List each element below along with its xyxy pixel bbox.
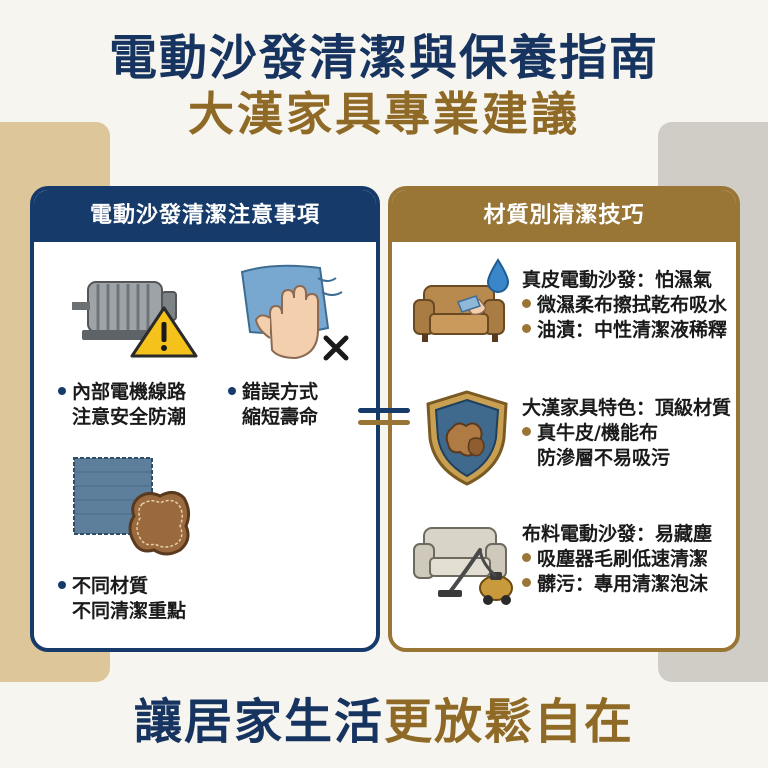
bullet-icon [58,386,66,395]
bullet-icon [522,553,531,562]
hand-cloth-x-icon [240,264,349,361]
bullet-icon [522,427,531,436]
bullet-icon [522,578,531,587]
bullet-icon [58,580,66,589]
bullet-icon [228,386,236,395]
leather-sofa-water-drop-icon [413,258,510,342]
brand-feature-tips: 大漢家具特色：頂級材質 真牛皮/機能布 防滲層不易吸污 [522,397,732,469]
tip-motor: 內部電機線路 注意安全防潮 [58,380,186,430]
main-title: 電動沙發清潔與保養指南 [108,30,659,86]
bullet-icon [522,324,531,333]
panel-header: 電動沙發清潔注意事項 [34,190,376,242]
tip-materials: 不同材質 不同清潔重點 [58,574,186,624]
bullet-icon [522,299,531,308]
cleaning-precautions-panel: 電動沙發清潔注意事項 內部電機線路 注意安全防潮 錯誤方式 縮短壽命 [30,186,380,652]
footer-slogan-part1: 讓居家生活 [133,694,384,750]
equals-connector-icon [358,404,410,430]
motor-warning-icon [72,281,198,358]
tip-wrong-method: 錯誤方式 縮短壽命 [228,380,318,430]
fabric-sofa-vacuum-icon [413,527,513,605]
section-title: 真皮電動沙發：怕濕氣 [522,269,713,291]
footer-slogan: 讓居家生活更放鬆自在 [0,682,768,752]
section-title: 大漢家具特色：頂級材質 [522,397,732,419]
fabric-sofa-tips: 布料電動沙發：易藏塵 吸塵器毛刷低速清潔 髒污：專用清潔泡沫 [522,523,713,595]
section-title: 布料電動沙發：易藏塵 [522,523,713,545]
material-cleaning-panel: 材質別清潔技巧 真皮電動沙發：怕濕氣 微濕柔布擦拭乾布吸水 油漬：中性清潔液稀釋… [388,186,740,652]
fabric-leather-swatch-icon [73,457,191,556]
shield-leather-icon [426,390,508,486]
panel-header: 材質別清潔技巧 [392,190,736,242]
footer-slogan-part2: 更放鬆自在 [384,694,635,750]
leather-sofa-tips: 真皮電動沙發：怕濕氣 微濕柔布擦拭乾布吸水 油漬：中性清潔液稀釋 [522,269,728,341]
sub-title: 大漢家具專業建議 [188,87,580,141]
